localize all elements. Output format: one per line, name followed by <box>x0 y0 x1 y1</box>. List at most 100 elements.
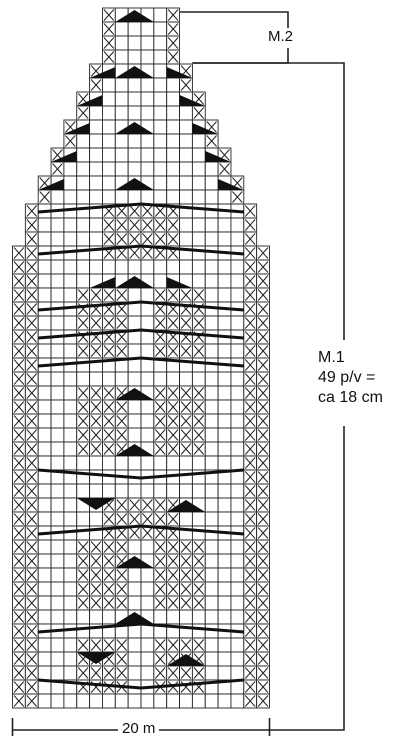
center-triangle <box>115 66 154 78</box>
chart-cell <box>140 91 155 107</box>
chart-cell <box>127 455 142 471</box>
chart-cell <box>230 259 245 275</box>
cross-mark <box>244 401 256 413</box>
chart-cell <box>204 567 219 583</box>
chart-cell <box>166 371 180 387</box>
cross-mark <box>167 499 179 511</box>
cross-mark <box>77 345 89 357</box>
cross-mark <box>193 583 205 595</box>
cross-mark <box>257 331 269 343</box>
cross-mark <box>154 499 166 511</box>
chart-cell <box>230 217 245 233</box>
chart-cell <box>191 525 206 541</box>
chart-cell <box>63 343 78 359</box>
chart-cell <box>140 315 155 331</box>
cross-mark <box>244 471 256 483</box>
cross-mark <box>129 499 140 511</box>
chart-cell <box>63 315 78 331</box>
chart-cell <box>179 609 193 625</box>
chart-cell <box>191 259 206 275</box>
cross-mark <box>90 569 102 581</box>
chart-cell <box>230 413 245 429</box>
chart-cell <box>191 371 206 387</box>
chart-cell <box>37 567 52 583</box>
chart-cell <box>101 259 116 275</box>
chart-cell <box>230 385 245 401</box>
chart-cell <box>179 455 193 471</box>
cross-mark <box>103 9 115 21</box>
chart-cell <box>127 637 142 653</box>
chart-cell <box>127 483 142 499</box>
chart-cell <box>114 483 129 499</box>
cross-mark <box>90 429 102 441</box>
chart-cell <box>101 371 116 387</box>
chart-cell <box>127 427 142 443</box>
chart-cell <box>153 273 168 289</box>
chart-cell <box>179 511 193 527</box>
chart-cell <box>191 623 206 639</box>
cross-mark <box>167 513 179 525</box>
zigzag-line <box>38 622 244 634</box>
chart-cell <box>37 511 52 527</box>
chart-cell <box>217 665 232 681</box>
chart-cell <box>37 651 52 667</box>
cross-mark <box>26 443 38 455</box>
chart-cell <box>63 399 78 415</box>
chart-cell <box>89 231 103 247</box>
chart-cell <box>76 203 91 219</box>
cross-mark <box>116 387 128 399</box>
chart-cell <box>114 133 129 149</box>
chart-cell <box>63 259 78 275</box>
chart-cell <box>127 567 142 583</box>
chart-cell <box>89 189 103 205</box>
m2-bracket <box>179 11 289 34</box>
cross-mark <box>257 555 269 567</box>
cross-mark <box>244 695 256 707</box>
cross-mark <box>26 485 38 497</box>
cross-mark <box>154 429 166 441</box>
cross-mark <box>103 289 115 301</box>
cross-mark <box>193 289 205 301</box>
cross-mark <box>26 695 38 707</box>
chart-cell <box>37 595 52 611</box>
chart-cell <box>50 441 65 457</box>
cross-mark <box>244 359 256 371</box>
chart-cell <box>101 77 116 93</box>
chart-cell <box>140 483 155 499</box>
decrease-wedge <box>166 67 193 78</box>
cross-mark <box>103 583 115 595</box>
chart-cell <box>153 119 168 135</box>
cross-mark <box>90 541 102 553</box>
cross-mark <box>13 555 25 567</box>
chart-cell <box>114 455 129 471</box>
cross-mark <box>116 443 128 455</box>
decrease-wedge <box>51 151 77 162</box>
m1-stitch-count: 49 p/v = <box>318 369 376 386</box>
cross-mark <box>257 611 269 623</box>
chart-cell <box>63 385 78 401</box>
cross-mark <box>193 387 205 399</box>
chart-cell <box>179 119 193 135</box>
zigzag-line <box>38 468 244 480</box>
chart-cell <box>63 455 78 471</box>
chart-cell <box>230 399 245 415</box>
chart-cell <box>179 175 193 191</box>
chart-cell <box>153 105 168 121</box>
cross-mark <box>26 359 38 371</box>
chart-cell <box>217 637 232 653</box>
cross-mark <box>13 289 25 301</box>
decrease-wedge <box>192 123 219 134</box>
chart-cell <box>179 371 193 387</box>
cross-mark <box>244 219 256 231</box>
chart-cell <box>127 189 142 205</box>
chart-cell <box>63 553 78 569</box>
chart-cell <box>50 371 65 387</box>
chart-cell <box>140 259 155 275</box>
chart-cell <box>179 483 193 499</box>
chart-cell <box>191 231 206 247</box>
chart-cell <box>230 497 245 513</box>
chart-cell <box>114 105 129 121</box>
cross-mark <box>77 387 89 399</box>
chart-cell <box>230 371 245 387</box>
chart-cell <box>179 469 193 485</box>
